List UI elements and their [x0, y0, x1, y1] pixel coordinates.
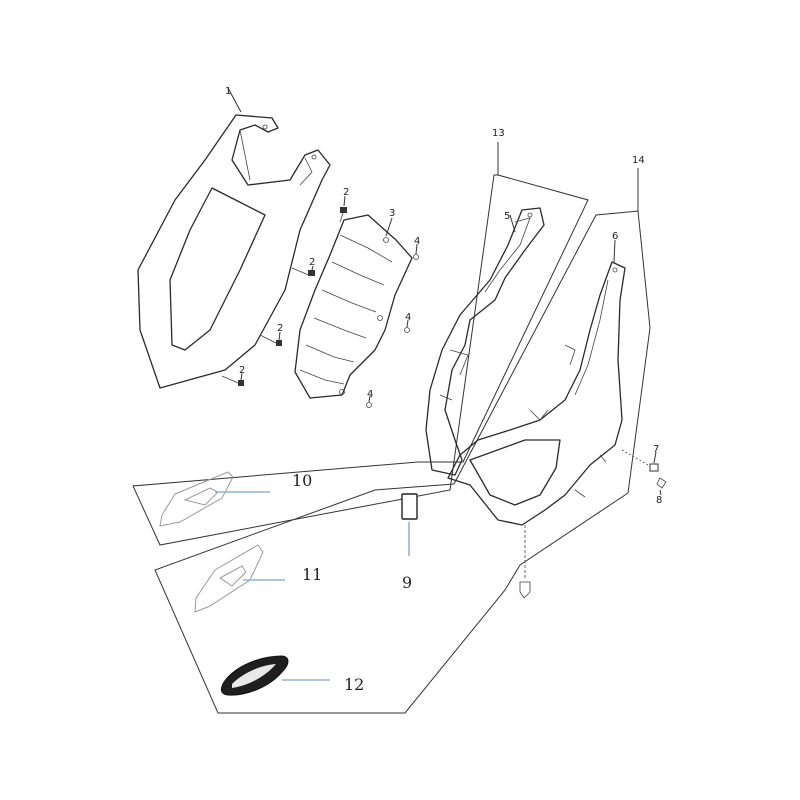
screw-icon	[221, 375, 244, 386]
callout-7: 7	[653, 444, 659, 455]
leader-4c	[368, 395, 371, 403]
leader-6	[613, 239, 616, 263]
part-12-emblem	[220, 655, 330, 696]
part-7-bolt	[621, 449, 659, 472]
leader-8	[659, 489, 662, 496]
callout-9: 9	[402, 573, 412, 592]
part-6-front-shroud	[447, 261, 626, 526]
part-10-bracket	[159, 471, 270, 527]
callout-4b: 4	[405, 312, 411, 323]
callout-2d: 2	[239, 365, 245, 376]
part-3-vent-grille	[294, 214, 413, 399]
callout-14: 14	[632, 155, 645, 166]
screw-icon	[339, 207, 347, 223]
callout-12: 12	[344, 675, 364, 694]
callout-3: 3	[389, 208, 395, 219]
leader-1	[227, 87, 242, 113]
part-11-bracket	[194, 544, 285, 613]
part-8-clip	[656, 477, 667, 489]
leader-4b	[406, 319, 409, 328]
callout-2b: 2	[309, 257, 315, 268]
group-outline-13	[132, 174, 589, 546]
screw-icon	[259, 334, 282, 346]
leader-7	[653, 451, 657, 464]
bottom-clip	[519, 525, 531, 599]
callout-10: 10	[292, 471, 312, 490]
leader-2d	[240, 372, 243, 381]
leader-4a	[415, 243, 418, 255]
group-outline-14	[154, 210, 651, 714]
callout-4a: 4	[414, 236, 420, 247]
part-4-small-screws	[366, 254, 419, 408]
callout-8: 8	[656, 495, 662, 506]
callout-4c: 4	[367, 389, 373, 400]
callout-2c: 2	[277, 323, 283, 334]
part-2-screws	[221, 207, 347, 386]
leader-5	[509, 214, 516, 233]
leader-2a	[343, 195, 346, 207]
leader-2b	[311, 265, 314, 271]
callout-6: 6	[612, 231, 618, 242]
part-1-front-cover	[137, 114, 331, 389]
callout-2a: 2	[343, 187, 349, 198]
callout-11: 11	[302, 565, 322, 584]
screw-icon	[291, 267, 315, 277]
leader-2c	[278, 331, 281, 341]
part-5-inner-frame	[425, 207, 545, 476]
callout-1: 1	[225, 86, 231, 97]
part-9-label	[401, 493, 418, 556]
callout-5: 5	[504, 211, 510, 222]
callout-13: 13	[492, 128, 505, 139]
leader-3	[385, 217, 393, 237]
